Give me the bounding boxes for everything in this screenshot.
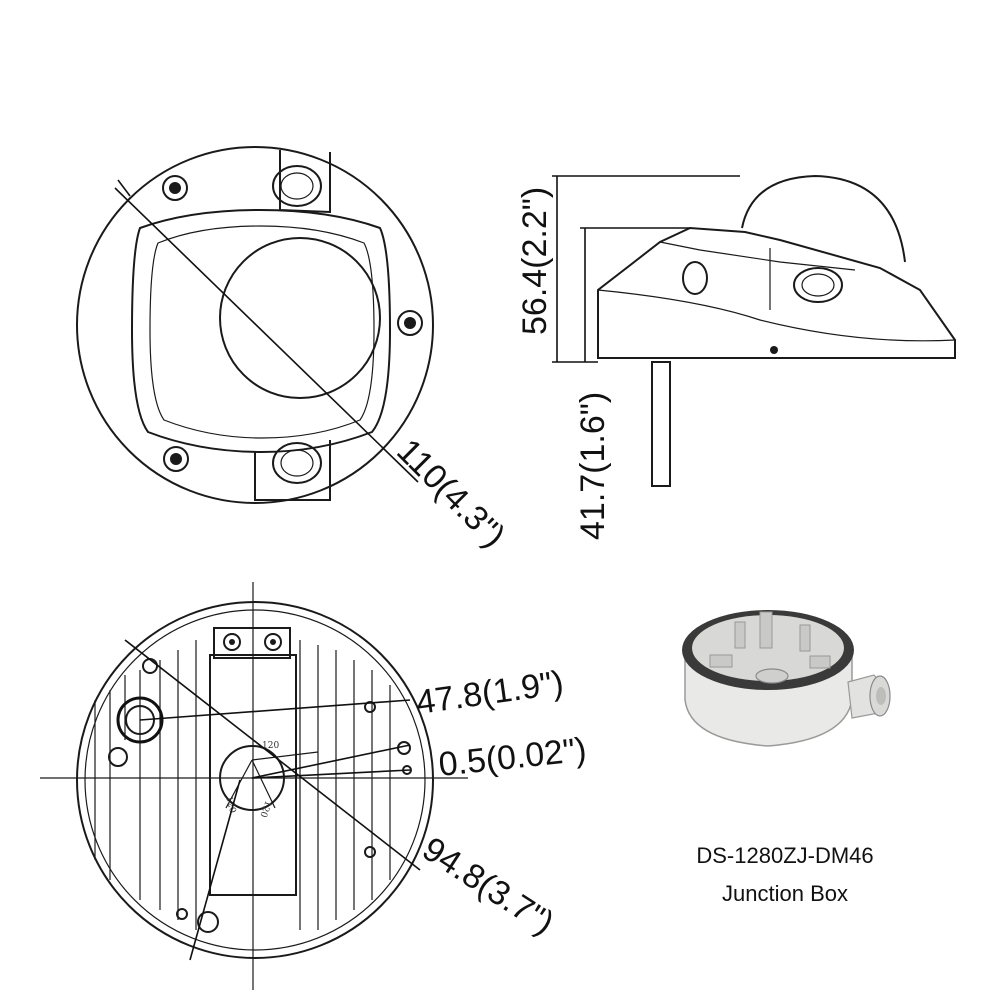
top-view-diameter-label: 110(4.3"): [389, 432, 512, 555]
product-model: DS-1280ZJ-DM46: [696, 843, 874, 868]
product-name: Junction Box: [722, 881, 848, 906]
side-view: 56.4(2.2") 41.7(1.6"): [516, 174, 956, 540]
bottom-diameter-label: 94.8(3.7"): [416, 830, 561, 943]
bottom-hole-spacing-label: 47.8(1.9"): [414, 664, 566, 722]
angle-label-1: 120: [262, 741, 279, 751]
top-view: 110(4.3"): [76, 146, 513, 555]
bottom-view: 120 120 120 47.8(1.9") 0.5(0.02") 94.8(3…: [40, 582, 588, 990]
bottom-offset-label: 0.5(0.02"): [437, 731, 588, 784]
junction-box-image: [682, 610, 891, 747]
side-total-height-label: 56.4(2.2"): [516, 187, 554, 335]
side-base-height-label: 41.7(1.6"): [574, 392, 612, 540]
